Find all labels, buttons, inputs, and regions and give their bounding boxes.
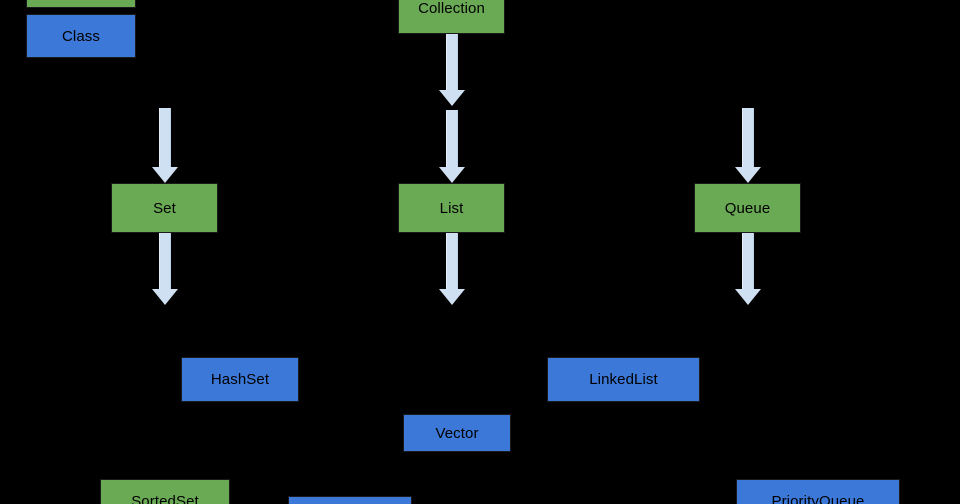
arrow-head [152,289,178,305]
arrow-collection-to-midpoint [439,34,465,106]
arrow-head [735,289,761,305]
node-linkedlist[interactable]: LinkedList [547,357,700,402]
arrow-collection-to-set [152,108,178,183]
node-set[interactable]: Set [111,183,218,233]
arrow-head [152,167,178,183]
legend-class-label: Class [61,27,100,45]
node-arraylist[interactable]: ArrayList [288,496,412,504]
arrow-head [439,289,465,305]
node-collection[interactable]: Collection [398,0,505,34]
node-hashset-label: HashSet [210,371,270,388]
node-sortedset-label: SortedSet [131,493,199,504]
node-sortedset[interactable]: SortedSet [100,479,230,504]
arrow-shaft [159,233,171,289]
arrow-list-to-vector [439,233,465,305]
node-queue-label: Queue [724,199,771,217]
node-set-label: Set [153,199,176,217]
arrow-shaft [742,233,754,289]
node-collection-label: Collection [418,0,485,17]
node-vector-label: Vector [435,424,479,442]
arrow-shaft [159,108,171,167]
arrow-head [735,167,761,183]
arrow-collection-to-queue [735,108,761,183]
node-hashset[interactable]: HashSet [181,357,299,402]
node-priorityqueue-label: PriorityQueue [771,493,865,504]
node-queue[interactable]: Queue [694,183,801,233]
node-linkedlist-label: LinkedList [589,371,658,388]
legend-interface-swatch [26,0,136,8]
arrow-shaft [742,108,754,167]
arrow-shaft [446,34,458,90]
node-vector[interactable]: Vector [403,414,511,452]
arrow-shaft [446,233,458,289]
arrow-set-to-hashset [152,233,178,305]
arrow-shaft [446,110,458,167]
arrow-collection-to-list [439,110,465,183]
arrow-head [439,90,465,106]
node-priorityqueue[interactable]: PriorityQueue [736,479,900,504]
legend-class-swatch[interactable]: Class [26,14,136,58]
arrow-head [439,167,465,183]
node-list[interactable]: List [398,183,505,233]
node-list-label: List [439,199,464,217]
arrow-queue-to-priorityqueue [735,233,761,305]
